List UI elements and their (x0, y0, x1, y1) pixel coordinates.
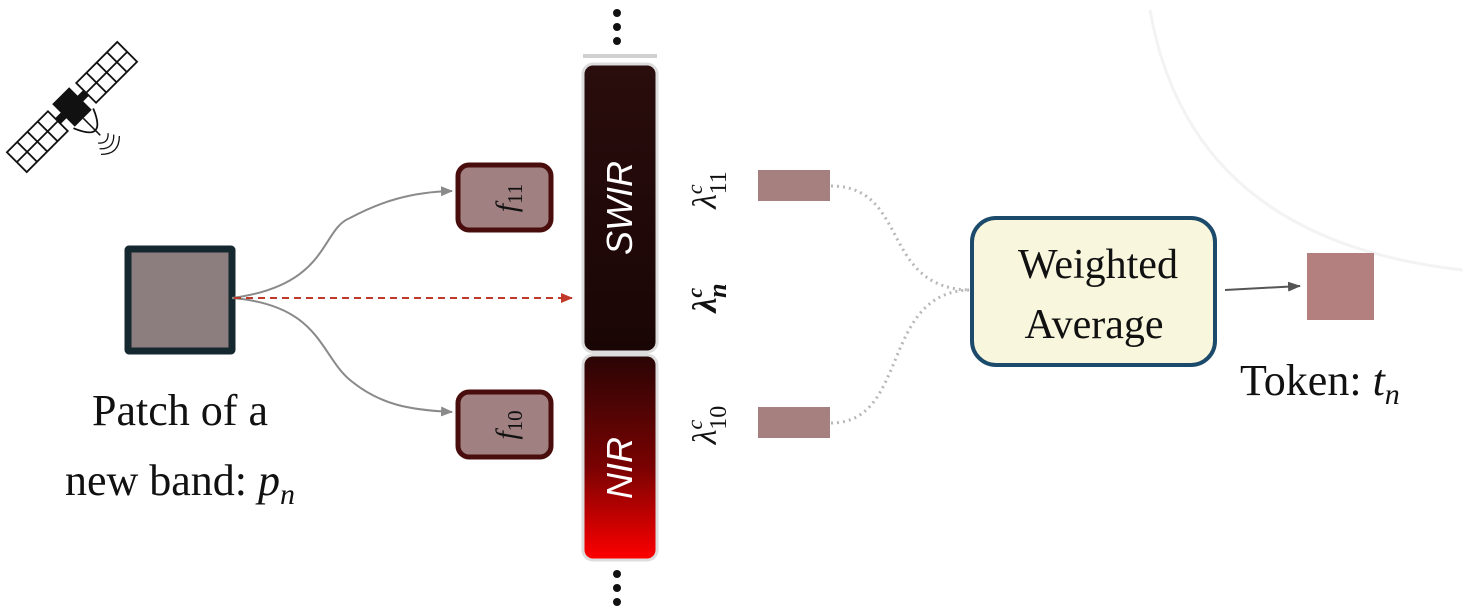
edge-token-11-to-average (830, 184, 973, 292)
edge-patch-to-f10 (231, 297, 453, 417)
spectrum-ellipsis-bottom (613, 570, 621, 606)
output-token (1307, 253, 1374, 320)
output-token-caption: Token: tn (1240, 356, 1400, 411)
satellite-icon (5, 40, 139, 174)
weighted-average-line2: Average (1024, 302, 1163, 348)
band-swir-label: SWIR (599, 161, 640, 255)
patch-caption-line1: Patch of a (92, 386, 268, 435)
band-nir (581, 353, 659, 562)
filter-f11-box (455, 162, 554, 233)
band-nir-label: NIR (599, 437, 640, 499)
band-token-10 (758, 407, 830, 438)
band-token-11 (758, 170, 830, 201)
weighted-average-box (970, 216, 1217, 367)
background-arc (1148, 9, 1463, 272)
input-patch (124, 245, 236, 355)
wavelength-10-label: λc10 (682, 406, 732, 446)
weighted-average-line1: Weighted (1018, 242, 1178, 288)
wavelength-11-label: λc11 (682, 171, 732, 210)
spectrum-ellipsis-top (613, 9, 621, 45)
edge-token-10-to-average (830, 288, 973, 425)
edge-patch-to-f11 (231, 186, 453, 299)
band-swir (581, 62, 659, 354)
patch-caption-line2: new band: pn (65, 456, 295, 511)
wavelength-new-label: λcn (682, 283, 732, 314)
filter-f10-box (455, 389, 554, 460)
edge-average-to-token (1224, 281, 1301, 292)
